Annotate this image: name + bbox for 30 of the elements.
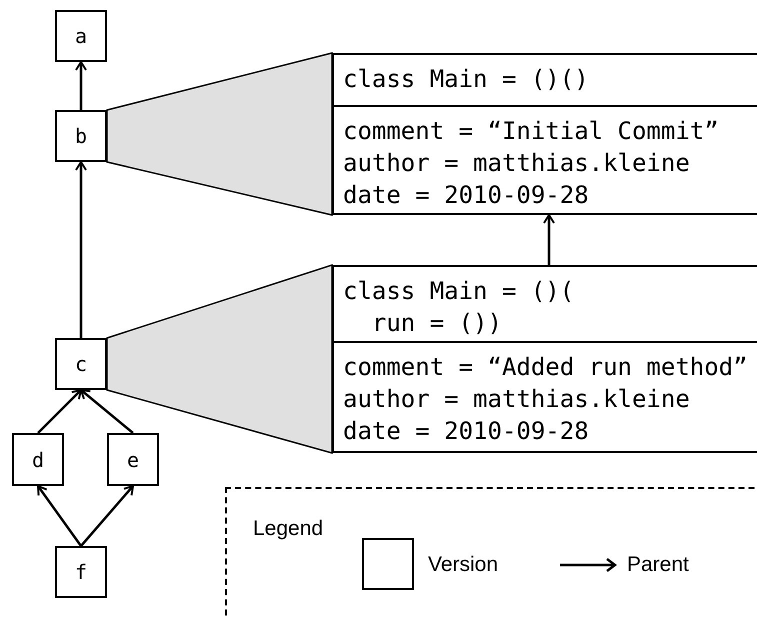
commit-metadata: comment = “Added run method” author = matthias.kleine date = 2010-09-28 xyxy=(343,352,749,447)
version-box xyxy=(55,338,107,390)
version-box xyxy=(107,433,159,486)
version-label: b xyxy=(74,124,88,148)
version-label: e xyxy=(126,448,140,472)
class-definition: class Main = ()() xyxy=(343,64,590,95)
class-definition: class Main = ()( run = ()) xyxy=(343,276,576,339)
arrow xyxy=(75,161,87,338)
arrow xyxy=(36,485,82,547)
commit-metadata: comment = “Initial Commit” author = matthias.kleine date = 2010-09-28 xyxy=(343,116,720,211)
version-label: c xyxy=(74,352,88,376)
version-label: f xyxy=(74,560,88,584)
version-box xyxy=(55,110,107,162)
zoom-callout xyxy=(106,52,333,216)
arrow xyxy=(80,485,134,547)
legend-title: Legend xyxy=(253,517,324,541)
version-box xyxy=(55,10,107,62)
commit-detail-box xyxy=(332,265,757,453)
legend-text: Parent xyxy=(627,553,689,577)
commit-detail-box xyxy=(332,53,757,215)
arrow xyxy=(80,389,134,434)
zoom-callout xyxy=(106,264,333,454)
arrow xyxy=(543,214,555,265)
arrow xyxy=(75,61,87,110)
legend-text: Version xyxy=(428,553,498,577)
version-label: a xyxy=(74,24,88,48)
version-box xyxy=(55,546,107,598)
version-label: d xyxy=(32,448,44,472)
version-box xyxy=(12,433,64,486)
arrow xyxy=(37,389,82,434)
